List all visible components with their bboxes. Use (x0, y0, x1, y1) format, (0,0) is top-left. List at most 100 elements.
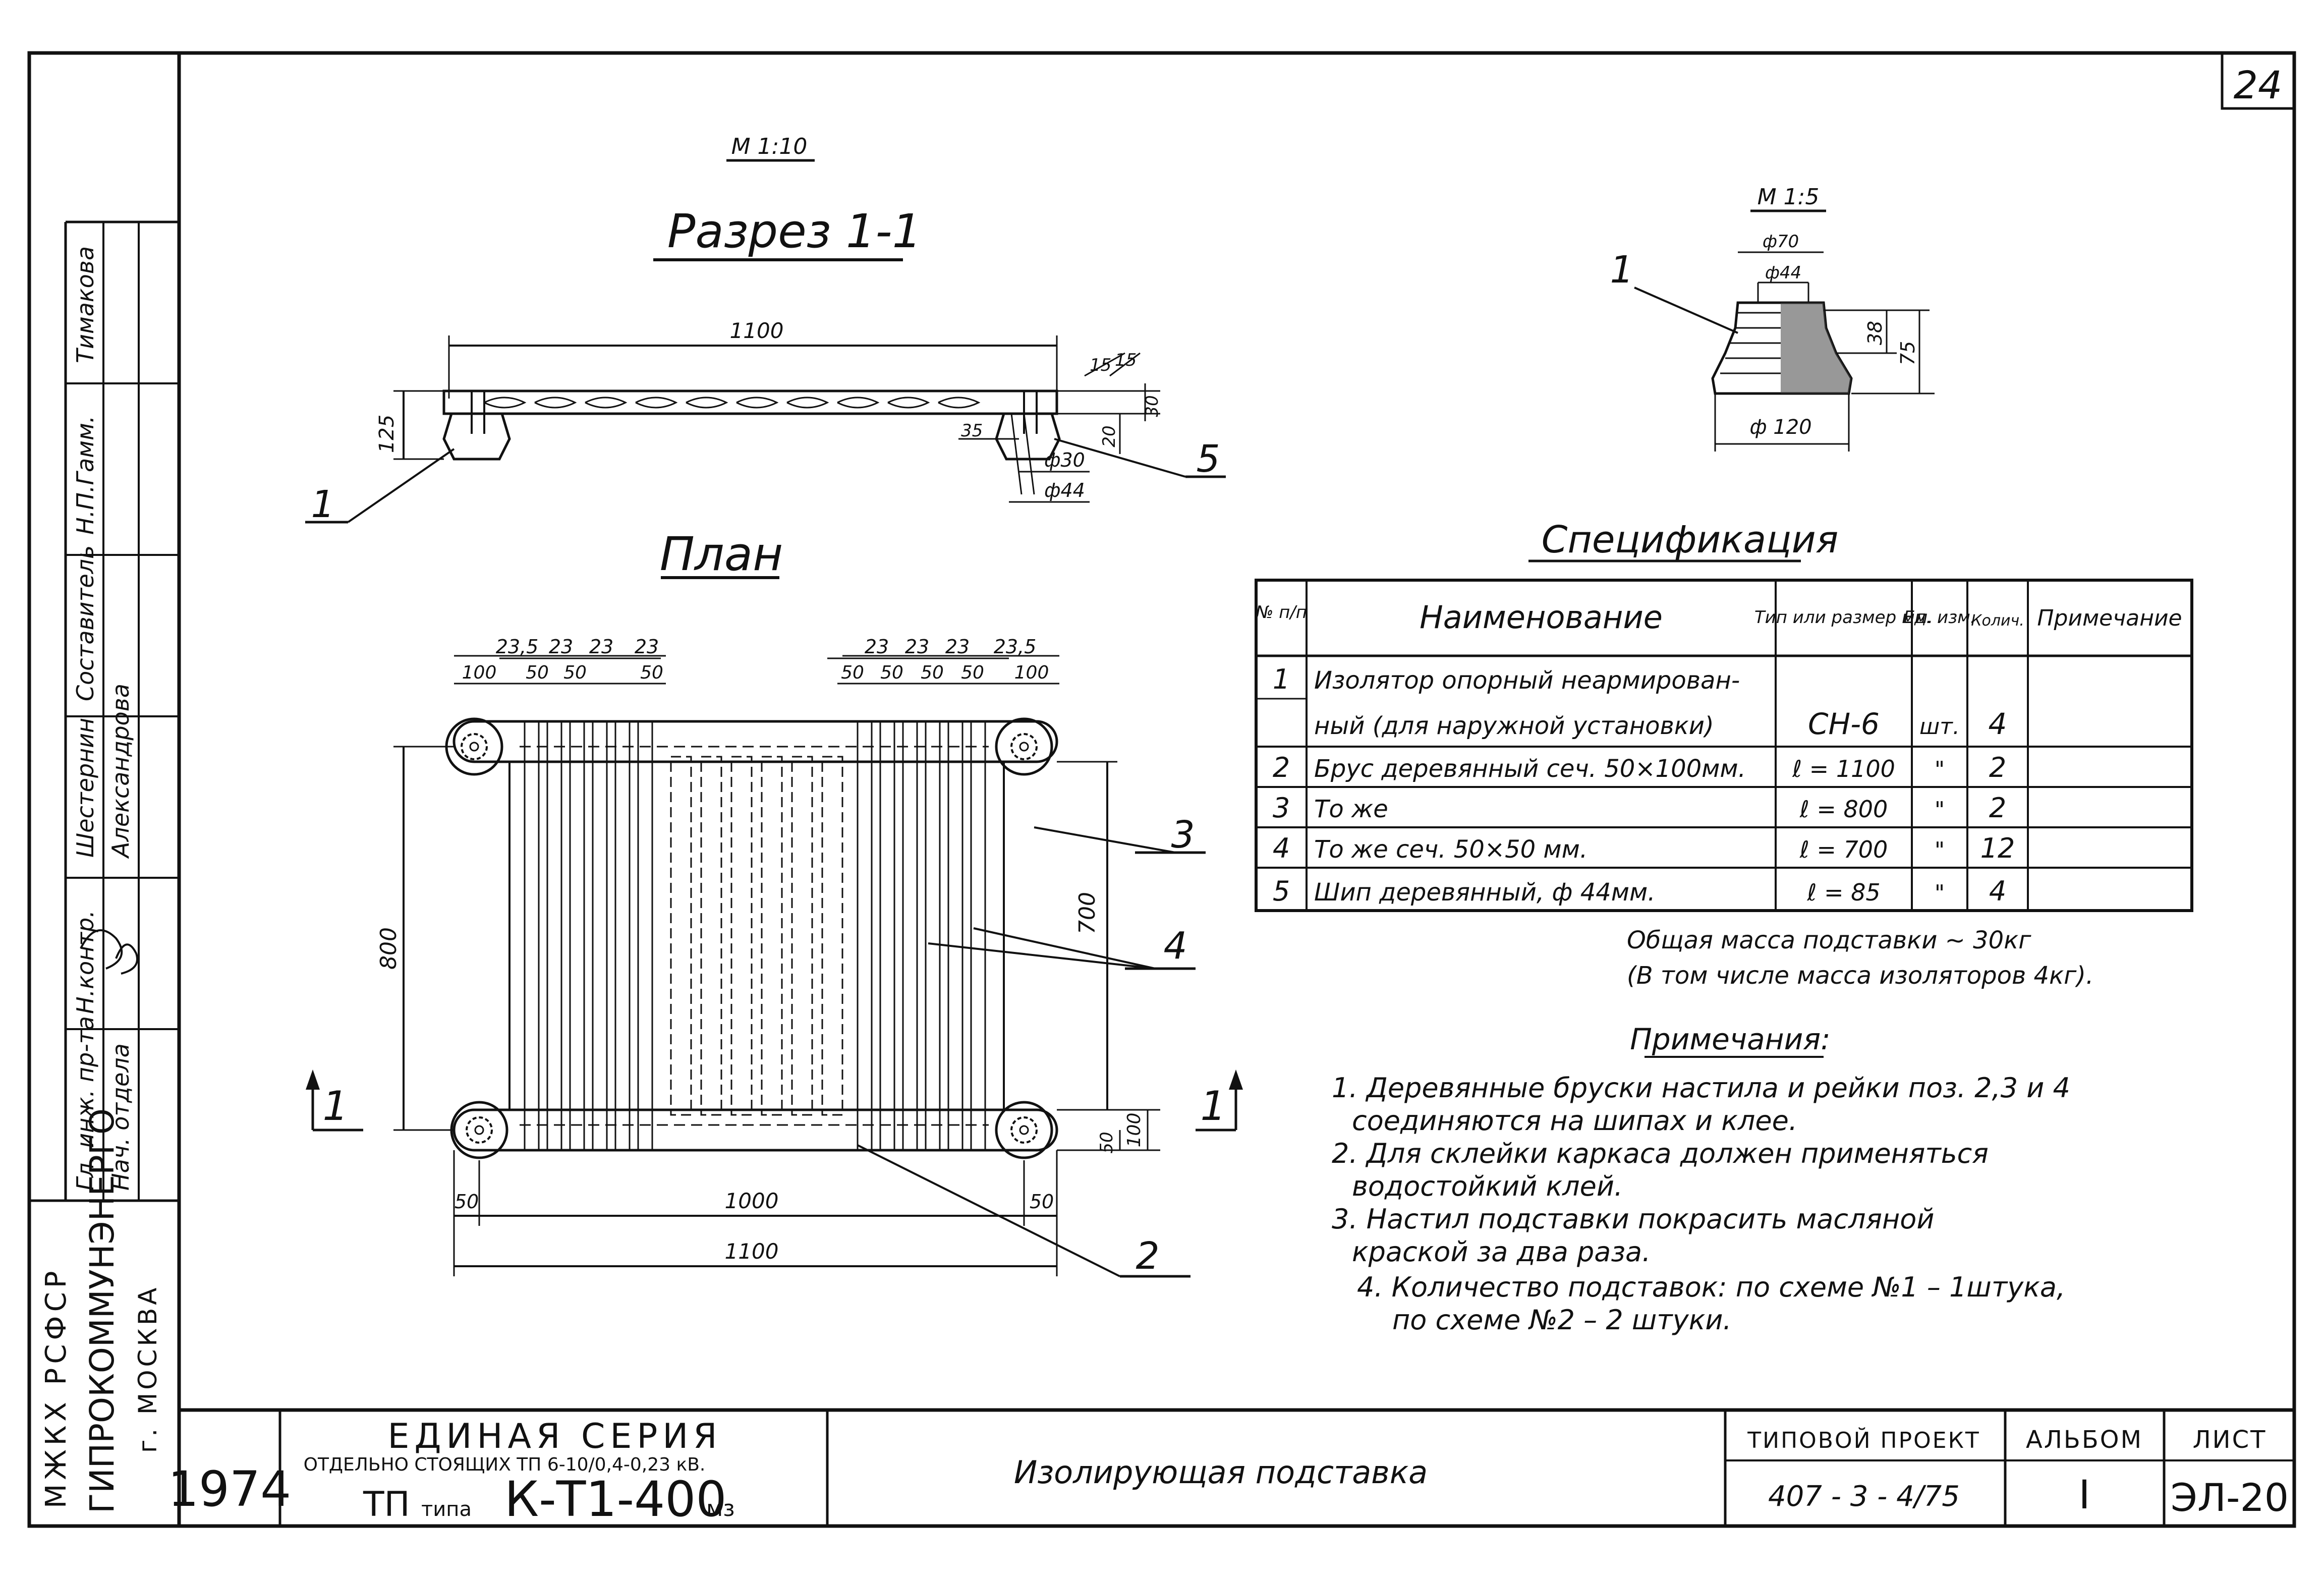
spec-row-2-qty: 2 (1989, 752, 2006, 783)
section-callout-1: 1 (311, 483, 334, 526)
plan-top-beam (452, 720, 1058, 763)
signature-name-1: Нач. отдела (107, 1043, 134, 1191)
spec-row-3-qty: 2 (1989, 792, 2006, 824)
spec-row-2-num: 2 (1273, 752, 1290, 783)
plan-dim-50-right: 50 (1097, 1132, 1117, 1153)
plan-dim-50-bl: 50 (455, 1191, 479, 1213)
plan-dim-second-left-4: 50 (640, 662, 663, 683)
title-type-code: К-Т1-400 (504, 1471, 726, 1528)
title-type-suffix: мз (706, 1496, 735, 1521)
plan-slat (614, 720, 631, 1151)
plan-dim-top-right-4: 23,5 (994, 636, 1037, 658)
section-mark-left-label: 1 (323, 1083, 349, 1130)
signature-table (29, 220, 179, 1202)
plan-hidden-slat (730, 756, 753, 1116)
plan-dim-second-left-2: 50 (526, 662, 549, 683)
spec-row-4-name: То же сеч. 50×50 мм. (1314, 835, 1588, 864)
plan-insulator-tr (995, 717, 1053, 776)
title-series-type: ТП типа К-Т1-400 мз (363, 1471, 735, 1528)
plan-callout-3: 3 (1171, 813, 1195, 857)
signature-role-5: Тимакова (72, 246, 99, 363)
spec-row-5-qty: 4 (1989, 875, 2006, 907)
plan-callout-4: 4 (1163, 924, 1187, 968)
plan-dim-1100: 1100 (725, 1239, 779, 1264)
detail-dim-d70: ф70 (1763, 232, 1799, 252)
plan-dim-second-right-2: 50 (880, 662, 903, 683)
outer-frame (27, 51, 2296, 1528)
plan-dim-700: 700 (1074, 892, 1100, 934)
organization-block: МЖКХ РСФСР ГИПРОКОММУНЭНЕРГО г. МОСКВА (40, 1108, 162, 1513)
plan-slat (902, 720, 918, 1151)
spec-row-2-type: ℓ = 1100 (1792, 755, 1895, 782)
notes: Примечания: 1. Деревянные бруски настила… (1332, 1022, 2070, 1336)
section-deck-beam (442, 389, 1058, 415)
spec-row-2-unit: " (1935, 757, 1945, 782)
plan-dim-second-left-3: 50 (563, 662, 587, 683)
plan-slat (970, 720, 986, 1151)
detail-dim-d44: ф44 (1765, 263, 1801, 283)
spec-row-1-qty: 4 (1989, 707, 2007, 741)
plan-insulator-br (995, 1101, 1053, 1159)
plan-dim-1000: 1000 (725, 1189, 779, 1213)
title-album-label: АЛЬБОМ (2026, 1426, 2143, 1454)
plan-slat (637, 720, 653, 1151)
org-ministry: МЖКХ РСФСР (40, 1267, 73, 1508)
section-mark-left: 1 (306, 1069, 363, 1132)
spec-header-unit: Ед. изм. (1903, 607, 1975, 628)
plan-dim-top-right-1: 23 (865, 636, 889, 658)
plan-hidden-slat (821, 756, 843, 1116)
plan-slat (524, 720, 540, 1151)
spec-row-4-type: ℓ = 700 (1799, 836, 1888, 863)
detail-dim-d120: ф 120 (1749, 416, 1811, 439)
note-line-3: 2. Для склейки каркаса должен применятьс… (1332, 1138, 1989, 1169)
spec-row-1-name-cont: ный (для наружной установки) (1314, 712, 1714, 740)
plan-dim-top-right-2: 23 (905, 636, 929, 658)
spec-title: Спецификация (1542, 518, 1838, 561)
plan-top-dims: 23,5 23 23 23 23 23 23 23,5 100 50 50 50… (454, 636, 1059, 685)
title-project-label: ТИПОВОЙ ПРОЕКТ (1747, 1427, 1980, 1453)
spec-row-4-num: 4 (1273, 832, 1290, 864)
spec-row-1-unit: шт. (1919, 714, 1960, 740)
title-block: 1974 ЕДИНАЯ СЕРИЯ ОТДЕЛЬНО СТОЯЩИХ ТП 6-… (168, 1410, 2294, 1528)
spec-row-5-name: Шип деревянный, ф 44мм. (1314, 878, 1655, 907)
plan-slat (546, 720, 562, 1151)
title-sheet-value: ЭЛ-20 (2171, 1475, 2289, 1520)
section-dim-30: 30 (1142, 395, 1162, 417)
plan-dim-top-left-3: 23 (589, 636, 613, 658)
section-dim-15a: 15 (1090, 355, 1111, 375)
detail-scale: М 1:5 (1758, 184, 1820, 210)
title-album-value: I (2078, 1473, 2090, 1518)
section-dim-d30: ф30 (1044, 449, 1085, 471)
signature-scribble-2 (115, 943, 138, 975)
plan-slat (947, 720, 963, 1151)
spec-row-4-qty: 12 (1980, 832, 2015, 864)
signature-role-1: Гл. инж. пр-та (72, 1016, 99, 1191)
plan-slat (879, 720, 895, 1151)
plan-dim-second-right-1: 50 (841, 662, 864, 683)
section-view: М 1:10 Разрез 1-1 1100 125 30 15 15 (305, 134, 1226, 526)
spec-header-qty: Колич. (1971, 612, 2024, 630)
plan-bottom-beam (452, 1108, 1058, 1152)
org-institute: ГИПРОКОММУНЭНЕРГО (83, 1108, 122, 1513)
spec-row-3-type: ℓ = 800 (1799, 796, 1888, 823)
plan-dim-800: 800 (376, 927, 402, 970)
plan-dim-top-left-2: 23 (549, 636, 573, 658)
signature-name-3: Александрова (107, 684, 134, 859)
plan-dim-second-right-3: 50 (921, 662, 944, 683)
signature-name-4: Н.П.Гамм. (72, 416, 99, 535)
spec-header-type: Тип или размер мм. (1754, 607, 1933, 628)
title-project-value: 407 - 3 - 4/75 (1768, 1480, 1960, 1513)
spec-row-2-name: Брус деревянный сеч. 50×100мм. (1314, 755, 1746, 783)
section-dim-length: 1100 (730, 318, 784, 343)
spec-mass-insulators: (В том числе масса изоляторов 4кг). (1627, 962, 2093, 990)
notes-title: Примечания: (1630, 1022, 1830, 1056)
sheet-number: 24 (2234, 63, 2283, 107)
plan-dim-top-left-4: 23 (635, 636, 659, 658)
detail-callout-1: 1 (1610, 248, 1633, 292)
plan-hidden-slat (761, 756, 783, 1116)
spec-row-4-unit: " (1935, 837, 1945, 863)
plan-dim-100-right: 100 (1124, 1113, 1145, 1148)
plan-title: План (660, 527, 783, 581)
sheet-number-box (2221, 51, 2296, 110)
